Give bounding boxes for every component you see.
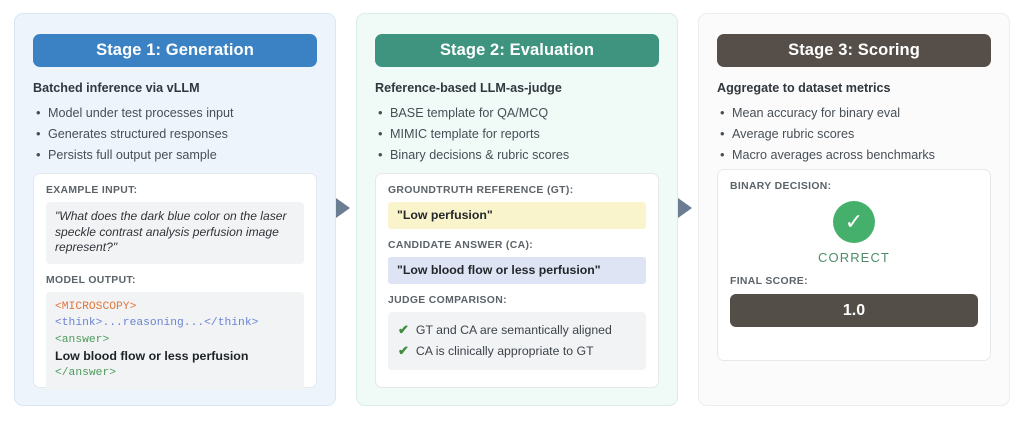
check-icon: ✔ (398, 322, 409, 337)
list-item: Mean accuracy for binary eval (717, 102, 991, 124)
final-score-value: 1.0 (730, 294, 978, 327)
model-output-code: <MICROSCOPY> <think>...reasoning...</thi… (46, 291, 304, 390)
example-card-generation: EXAMPLE INPUT: "What does the dark blue … (33, 173, 317, 390)
arrow-right-icon-1 (336, 198, 350, 218)
groundtruth-label: GROUNDTRUTH REFERENCE (GT): (388, 185, 574, 196)
result-card-scoring: BINARY DECISION: ✓ CORRECT FINAL SCORE: … (717, 169, 991, 361)
example-input-text: "What does the dark blue color on the la… (46, 202, 304, 264)
stage-subtitle-generation: Batched inference via vLLM (33, 81, 200, 95)
list-item: Generates structured responses (33, 123, 317, 145)
code-line-think-tag: <think>...reasoning...</think> (55, 317, 259, 329)
decision-badge: ✓ CORRECT (730, 201, 978, 265)
stage-panel-scoring: Stage 3: Scoring Aggregate to dataset me… (698, 13, 1010, 406)
model-output-label: MODEL OUTPUT: (46, 274, 136, 286)
judge-item-text: GT and CA are semantically aligned (415, 323, 612, 337)
code-line-answer-text: Low blood flow or less perfusion (55, 349, 249, 363)
stage-header-evaluation: Stage 2: Evaluation (375, 34, 659, 67)
list-item: Persists full output per sample (33, 144, 317, 166)
groundtruth-value: "Low perfusion" (388, 202, 646, 229)
judge-comparison-label: JUDGE COMPARISON: (388, 295, 507, 306)
list-item: Average rubric scores (717, 123, 991, 145)
list-item: MIMIC template for reports (375, 123, 659, 145)
stage-header-scoring: Stage 3: Scoring (717, 34, 991, 67)
check-icon: ✔ (398, 342, 409, 358)
judge-comparison-list: ✔ GT and CA are semantically aligned ✔ C… (388, 312, 646, 370)
code-line-answer-open-tag: <answer> (55, 333, 110, 346)
stage-subtitle-scoring: Aggregate to dataset metrics (717, 81, 891, 95)
list-item: Binary decisions & rubric scores (375, 144, 659, 166)
stage-panel-evaluation: Stage 2: Evaluation Reference-based LLM-… (356, 13, 678, 406)
stage-bullets-evaluation: BASE template for QA/MCQ MIMIC template … (375, 102, 659, 166)
stage-bullets-generation: Model under test processes input Generat… (33, 102, 317, 166)
stage-header-generation: Stage 1: Generation (33, 34, 317, 67)
list-item: Model under test processes input (33, 102, 317, 124)
example-input-label: EXAMPLE INPUT: (46, 185, 138, 196)
checkmark-circle-icon: ✓ (833, 201, 875, 243)
list-item: BASE template for QA/MCQ (375, 102, 659, 124)
candidate-answer-label: CANDIDATE ANSWER (CA): (388, 240, 534, 251)
list-item: Macro averages across benchmarks (717, 144, 991, 166)
example-card-evaluation: GROUNDTRUTH REFERENCE (GT): "Low perfusi… (375, 173, 659, 388)
code-line-answer-close-tag: </answer> (55, 367, 117, 379)
stage-bullets-scoring: Mean accuracy for binary eval Average ru… (717, 102, 991, 166)
stage-subtitle-evaluation: Reference-based LLM-as-judge (375, 81, 562, 95)
stage-panel-generation: Stage 1: Generation Batched inference vi… (14, 13, 336, 406)
judge-item-text: CA is clinically appropriate to GT (415, 343, 594, 358)
list-item: ✔ CA is clinically appropriate to GT (398, 341, 637, 362)
status-badge: CORRECT (818, 250, 890, 265)
code-line-microscopy-tag: <MICROSCOPY> (55, 300, 137, 313)
final-score-label: FINAL SCORE: (730, 276, 808, 287)
candidate-answer-value: "Low blood flow or less perfusion" (388, 257, 646, 284)
list-item: ✔ GT and CA are semantically aligned (398, 320, 637, 341)
binary-decision-label: BINARY DECISION: (730, 181, 832, 192)
arrow-right-icon-2 (678, 198, 692, 218)
